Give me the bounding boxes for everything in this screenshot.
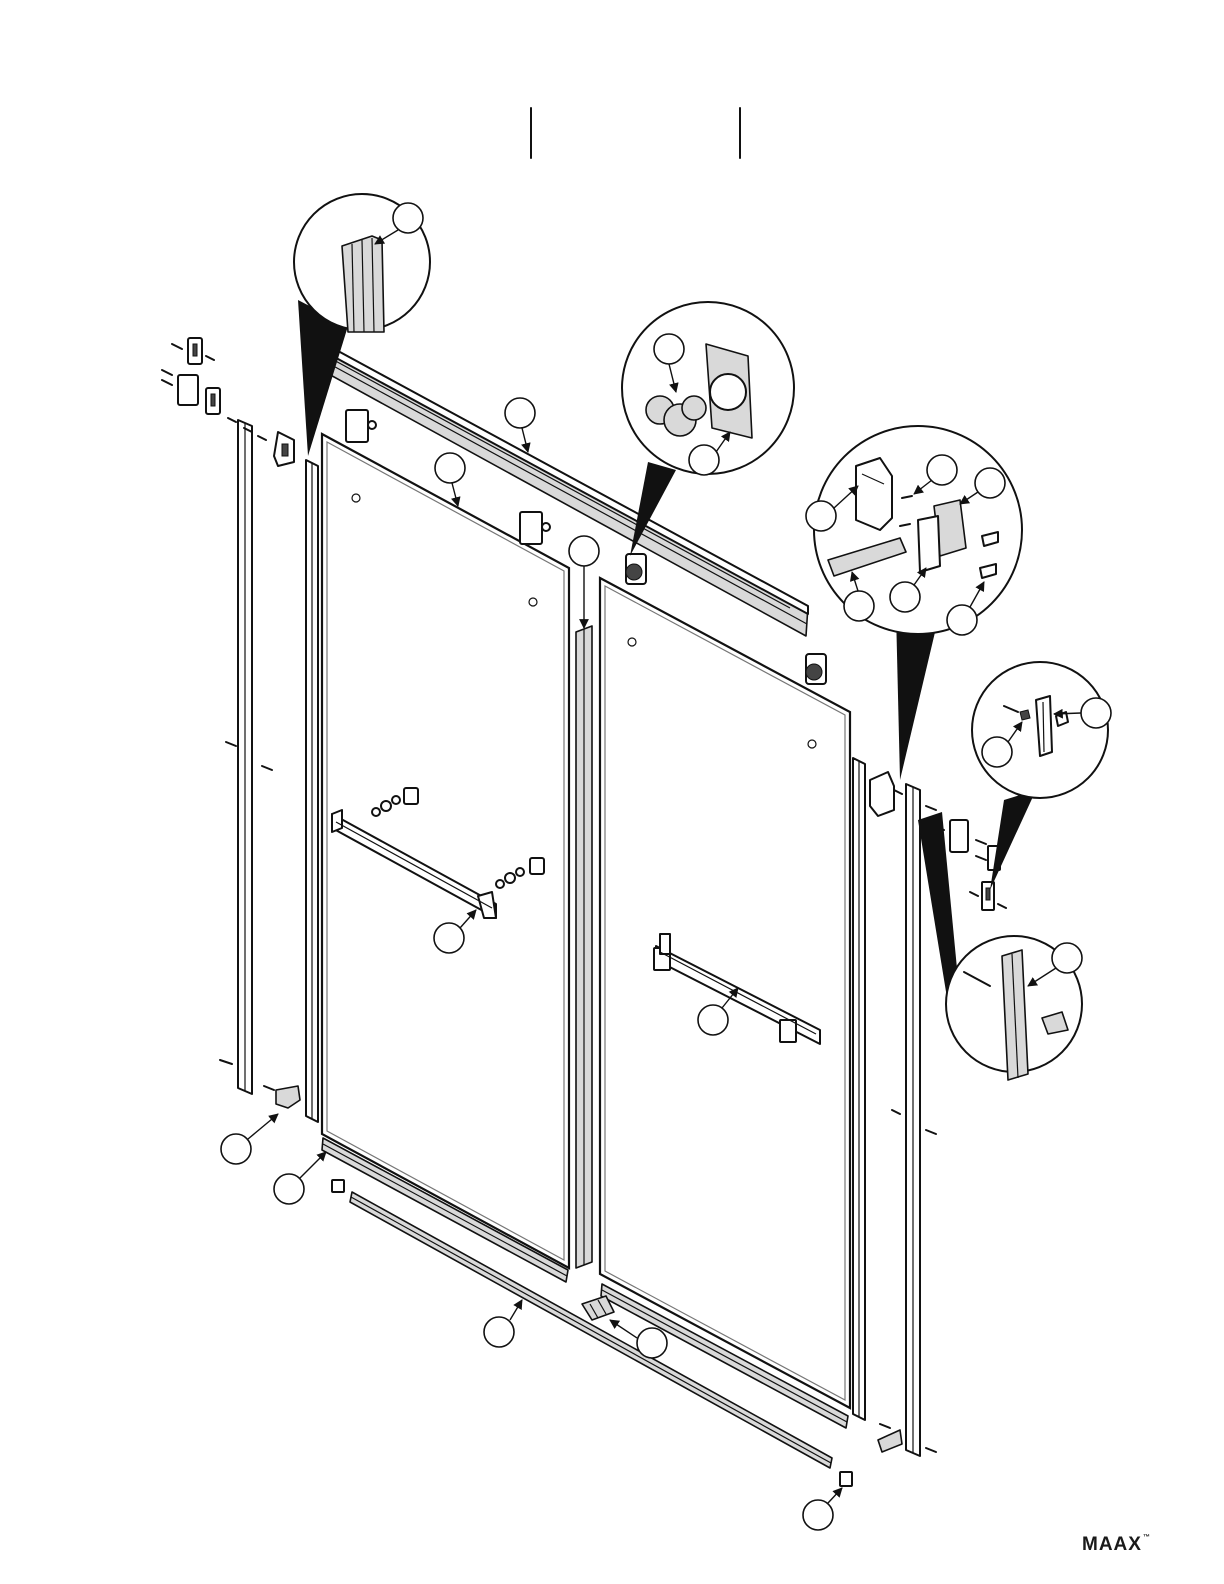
maax-logo-text: MAAX [1082,1534,1142,1555]
left-panel-roller-1 [346,410,376,442]
callout-bottom-seal [274,1152,326,1204]
top-left-wall-bracket [274,432,294,466]
right-panel-roller-2 [806,654,826,684]
right-panel-jamb [853,758,865,1420]
left-panel-roller-2 [520,512,550,544]
center-seal [576,626,592,1268]
trademark-symbol: ™ [1143,1534,1151,1541]
bottom-left-end-cap [332,1180,344,1192]
callout-bottom-rail [484,1300,522,1347]
bottom-left-bracket [276,1086,300,1108]
bottom-right-end-cap [840,1472,852,1486]
left-wall-jamb [238,420,252,1094]
right-wall-bracket [950,820,1000,910]
left-panel-jamb [306,460,318,1122]
callout-center-seal [569,536,599,628]
callout-end-cap [803,1488,842,1530]
right-wall-jamb [906,784,920,1456]
bottom-right-bracket [878,1430,902,1452]
detail-bubble-roller [622,302,794,556]
right-top-bracket [870,772,894,816]
left-glass-panel [322,434,569,1268]
maax-logo: MAAX™ [1082,1534,1151,1556]
callout-bottom-bracket [221,1114,278,1164]
right-panel-roller-1 [626,554,646,584]
